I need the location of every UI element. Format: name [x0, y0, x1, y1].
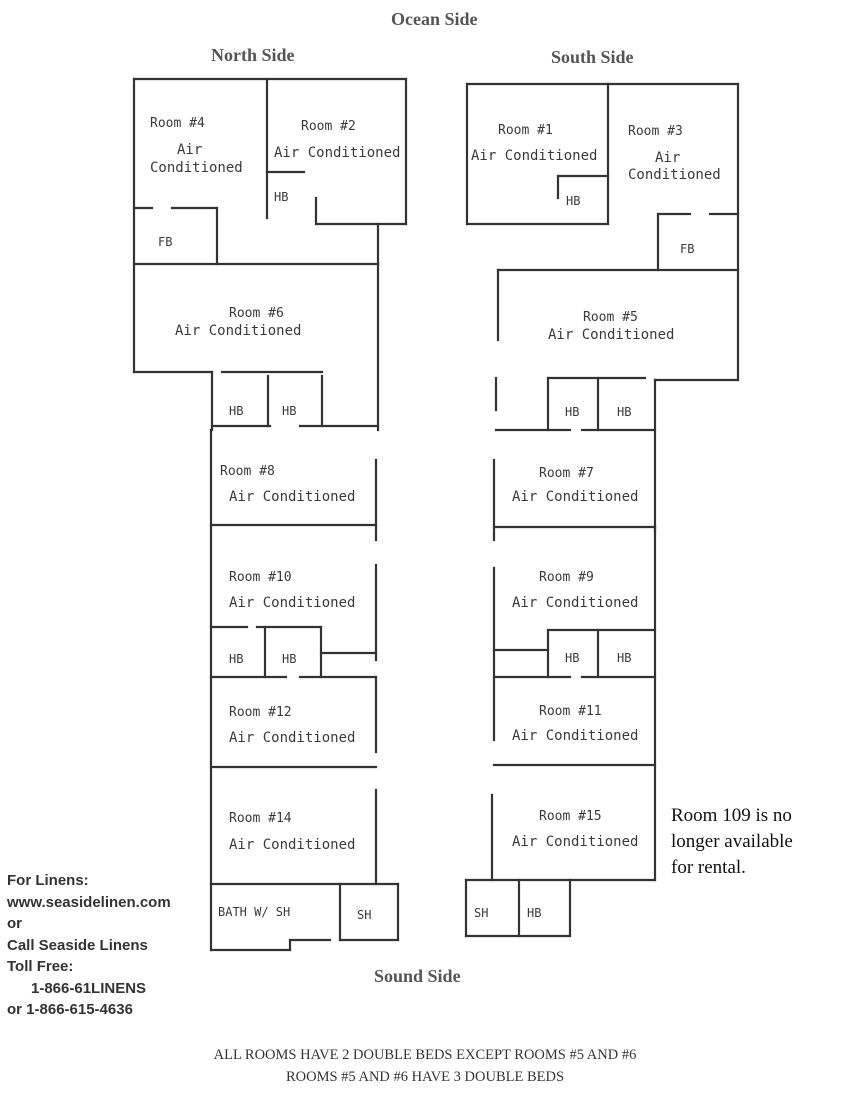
room-feature: Air Conditioned: [274, 145, 401, 161]
bath-with-shower-label: BATH W/ SH: [218, 905, 291, 919]
footer-note-exceptions: ROOMS #5 AND #6 HAVE 3 DOUBLE BEDS: [285, 1069, 565, 1085]
notice-line: longer available: [671, 831, 793, 852]
room-109-notice: Room 109 is no longer available for rent…: [671, 803, 793, 881]
linens-contact: For Linens: www.seasidelinen.com or Call…: [7, 870, 171, 1021]
room-label: Room #7: [539, 466, 594, 481]
room-feature: Air Conditioned: [512, 489, 639, 505]
room-feature: Air Conditioned: [548, 327, 675, 343]
room-label: Room #9: [539, 570, 594, 585]
footer-note-beds: ALL ROOMS HAVE 2 DOUBLE BEDS EXCEPT ROOM…: [213, 1047, 637, 1063]
half-bath-label: HB: [229, 404, 244, 418]
notice-line: Room 109 is no: [671, 805, 792, 826]
half-bath-label: HB: [274, 190, 289, 204]
room-feature: Air: [655, 150, 681, 166]
room-feature: Conditioned: [628, 167, 721, 183]
room-feature: Air Conditioned: [512, 595, 639, 611]
room-label: Room #6: [229, 306, 284, 321]
half-bath-label: HB: [617, 651, 632, 665]
room-feature: Air: [177, 142, 203, 158]
room-label: Room #15: [539, 809, 602, 824]
full-bath-label: FB: [158, 235, 173, 249]
room-feature: Air Conditioned: [229, 837, 356, 853]
room-label: Room #4: [150, 116, 205, 131]
south-side-heading: South Side: [551, 47, 634, 67]
room-label: Room #2: [301, 119, 356, 134]
half-bath-label: HB: [617, 405, 632, 419]
room-label: Room #10: [229, 570, 292, 585]
full-bath-label: FB: [680, 242, 695, 256]
linens-phone-number: or 1-866-615-4636: [7, 1001, 133, 1018]
room-feature: Air Conditioned: [175, 323, 302, 339]
room-label: Room #11: [539, 704, 602, 719]
room-feature: Air Conditioned: [471, 148, 598, 164]
half-bath-label: HB: [282, 404, 297, 418]
shower-label: SH: [474, 906, 489, 920]
room-label: Room #5: [583, 310, 638, 325]
linens-heading: For Linens:: [7, 872, 89, 889]
notice-line: for rental.: [671, 857, 746, 878]
linens-website: www.seasidelinen.com: [7, 893, 171, 911]
room-feature: Conditioned: [150, 160, 243, 176]
north-side-heading: North Side: [211, 45, 295, 65]
half-bath-label: HB: [229, 652, 244, 666]
room-feature: Air Conditioned: [512, 834, 639, 850]
linens-call: Call Seaside Linens: [7, 936, 148, 954]
half-bath-label: HB: [565, 651, 580, 665]
room-label: Room #1: [498, 123, 553, 138]
ocean-side-heading: Ocean Side: [391, 9, 478, 29]
linens-toll-free: Toll Free:: [7, 958, 74, 975]
room-label: Room #14: [229, 811, 292, 826]
room-label: Room #3: [628, 124, 683, 139]
room-label: Room #12: [229, 705, 292, 720]
room-feature: Air Conditioned: [229, 489, 356, 505]
half-bath-label: HB: [565, 405, 580, 419]
room-feature: Air Conditioned: [512, 728, 639, 744]
half-bath-label: HB: [566, 194, 581, 208]
sound-side-heading: Sound Side: [374, 966, 461, 986]
linens-or: or: [7, 915, 22, 932]
half-bath-label: HB: [527, 906, 542, 920]
room-feature: Air Conditioned: [229, 730, 356, 746]
linens-phone-word: 1-866-61LINENS: [31, 979, 147, 997]
room-label: Room #8: [220, 464, 275, 479]
shower-label: SH: [357, 908, 372, 922]
half-bath-label: HB: [282, 652, 297, 666]
room-feature: Air Conditioned: [229, 595, 356, 611]
